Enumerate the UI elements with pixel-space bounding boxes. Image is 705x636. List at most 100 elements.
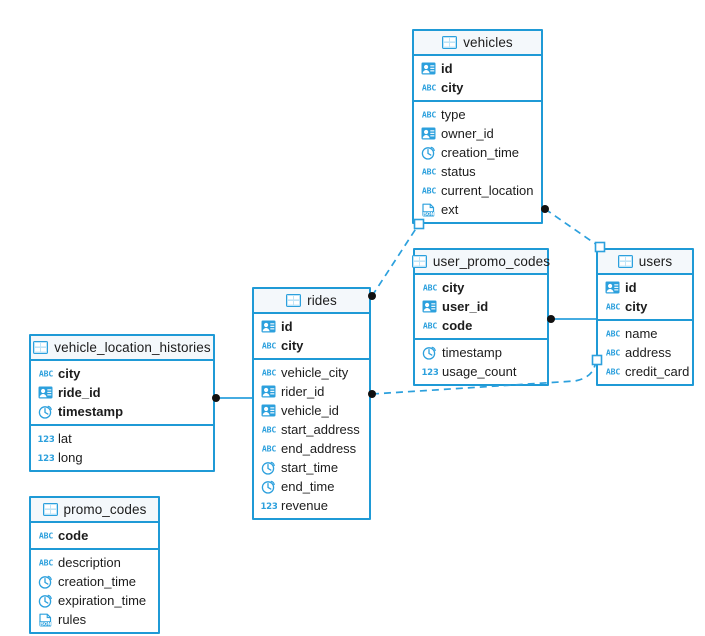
entity-header-user_promo_codes[interactable]: user_promo_codes <box>411 250 551 275</box>
entity-title: promo_codes <box>63 502 147 517</box>
clock-icon <box>422 346 437 360</box>
field-row-rides-rider_id[interactable]: rider_id <box>254 382 369 401</box>
field-row-user_promo_codes-user_id[interactable]: user_id <box>415 297 547 316</box>
field-row-vehicles-ext[interactable]: JSON ext <box>414 200 541 219</box>
abc-icon: ABC <box>605 365 621 379</box>
field-row-rides-id[interactable]: id <box>254 317 369 336</box>
field-row-users-credit_card[interactable]: ABC credit_card <box>598 362 692 381</box>
relationship-userpromocodes-users[interactable] <box>547 315 596 323</box>
entity-title: vehicle_location_histories <box>54 340 211 355</box>
abc-icon: ABC <box>421 165 437 179</box>
svg-text:123: 123 <box>261 501 277 511</box>
123-icon: 123 <box>38 451 54 465</box>
abc-icon: ABC <box>605 327 621 341</box>
field-label: id <box>441 61 453 76</box>
svg-text:123: 123 <box>38 453 54 463</box>
entity-header-vehicle_location_histories[interactable]: vehicle_location_histories <box>31 336 213 361</box>
field-row-rides-vehicle_id[interactable]: vehicle_id <box>254 401 369 420</box>
svg-text:ABC: ABC <box>422 82 436 92</box>
abc-icon: ABC <box>261 366 277 380</box>
field-row-rides-city[interactable]: ABC city <box>254 336 369 355</box>
field-row-user_promo_codes-timestamp[interactable]: timestamp <box>415 343 547 362</box>
field-row-promo_codes-creation_time[interactable]: creation_time <box>31 572 158 591</box>
field-label: code <box>442 318 473 333</box>
field-label: ext <box>441 202 459 217</box>
key-id-icon <box>261 320 276 334</box>
svg-text:123: 123 <box>38 434 54 444</box>
field-row-vehicles-creation_time[interactable]: creation_time <box>414 143 541 162</box>
field-label: vehicle_city <box>281 365 349 380</box>
field-label: city <box>281 338 304 353</box>
svg-text:ABC: ABC <box>423 282 437 292</box>
field-label: type <box>441 107 466 122</box>
entity-header-rides[interactable]: rides <box>254 289 369 314</box>
svg-text:ABC: ABC <box>39 368 53 378</box>
abc-icon: ABC <box>422 319 438 333</box>
key-id-icon <box>421 62 436 76</box>
field-row-vehicles-owner_id[interactable]: owner_id <box>414 124 541 143</box>
field-label: credit_card <box>625 364 690 379</box>
field-row-vehicle_location_histories-ride_id[interactable]: ride_id <box>31 383 213 402</box>
field-row-user_promo_codes-code[interactable]: ABC code <box>415 316 547 335</box>
field-label: end_time <box>281 479 335 494</box>
relationship-vehicles-users[interactable] <box>541 205 606 253</box>
field-label: owner_id <box>441 126 494 141</box>
svg-text:ABC: ABC <box>262 367 276 377</box>
field-label: address <box>625 345 672 360</box>
field-row-promo_codes-expiration_time[interactable]: expiration_time <box>31 591 158 610</box>
svg-text:ABC: ABC <box>422 185 436 195</box>
entity-header-promo_codes[interactable]: promo_codes <box>31 498 158 523</box>
field-row-vehicle_location_histories-city[interactable]: ABC city <box>31 364 213 383</box>
field-row-vehicles-id[interactable]: id <box>414 59 541 78</box>
123-icon: 123 <box>38 432 54 446</box>
clock-icon <box>38 594 53 608</box>
entity-title: vehicles <box>463 35 513 50</box>
field-row-rides-vehicle_city[interactable]: ABC vehicle_city <box>254 363 369 382</box>
field-row-rides-end_time[interactable]: end_time <box>254 477 369 496</box>
abc-icon: ABC <box>261 339 277 353</box>
json-icon: JSON <box>421 203 436 217</box>
entity-header-vehicles[interactable]: vehicles <box>414 31 541 56</box>
entity-title: user_promo_codes <box>432 254 551 269</box>
relationship-vehiclelocationhistories-rides[interactable] <box>212 394 252 402</box>
field-row-rides-start_time[interactable]: start_time <box>254 458 369 477</box>
field-label: city <box>625 299 648 314</box>
svg-text:ABC: ABC <box>39 557 53 567</box>
entity-header-users[interactable]: users <box>598 250 692 275</box>
field-label: city <box>58 366 81 381</box>
field-row-vehicle_location_histories-timestamp[interactable]: timestamp <box>31 402 213 421</box>
field-row-users-id[interactable]: id <box>598 278 692 297</box>
field-label: code <box>58 528 89 543</box>
clock-icon <box>38 405 53 419</box>
